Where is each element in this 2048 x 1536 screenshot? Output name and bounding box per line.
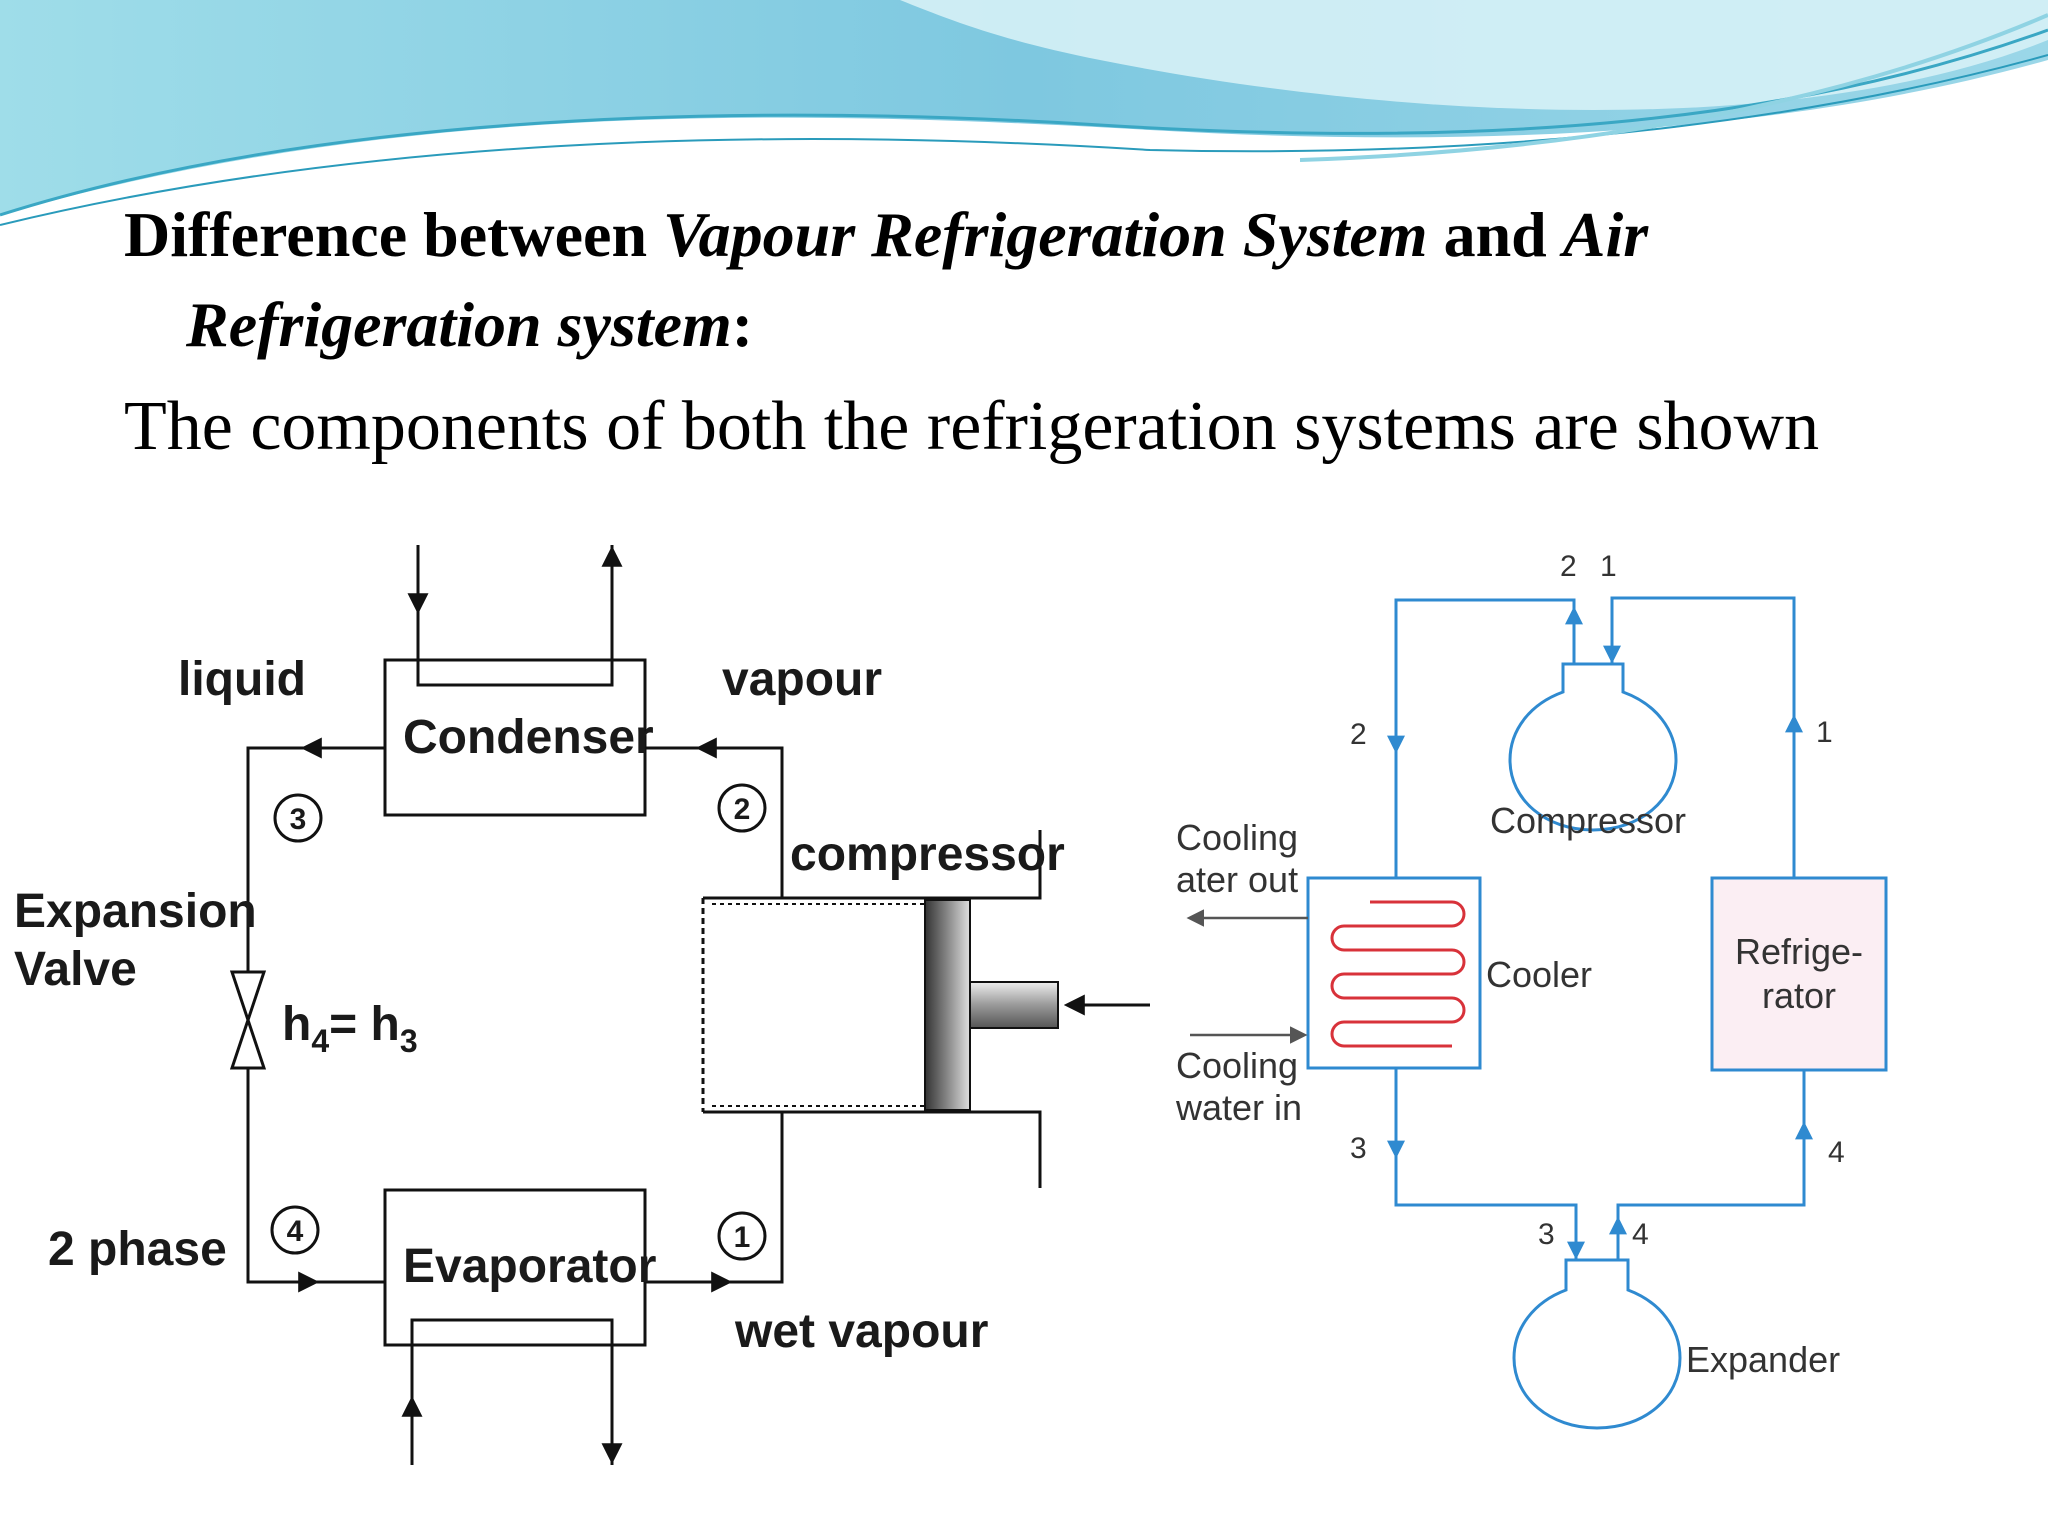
state-4-label: 4	[287, 1215, 304, 1248]
condenser-box	[383, 658, 647, 817]
piston-rod	[969, 981, 1059, 1029]
point-label-top-1: 1	[1600, 550, 1617, 583]
liquid-label: liquid	[178, 653, 306, 706]
expansion-valve-label-line1: Expansion	[14, 885, 257, 938]
evaporator-label: Evaporator	[403, 1240, 656, 1293]
cooling-water-out-label-line1: Cooling	[1176, 817, 1298, 858]
vapour-refrigeration-diagram: 3 2 4 1 Condenser Evaporator compressor …	[14, 545, 1150, 1465]
expansion-valve-label-line2: Valve	[14, 943, 137, 996]
slide-title: Difference between Vapour Refrigeration …	[124, 190, 1964, 370]
compressor-label: compressor	[790, 828, 1065, 881]
compressor-label: Compressor	[1490, 800, 1686, 841]
state-3-marker	[273, 793, 323, 843]
state-1-label: 1	[734, 1221, 751, 1254]
cooling-water-in-label-line2: water in	[1175, 1087, 1302, 1128]
expansion-valve-icon	[229, 970, 267, 1070]
refrigerator-label-line1: Refrige-	[1735, 931, 1863, 972]
point-label-right-1: 1	[1816, 716, 1833, 749]
state-2-label: 2	[734, 793, 751, 826]
cooler-label: Cooler	[1486, 954, 1592, 995]
state-3-label: 3	[290, 803, 307, 836]
expander-shape	[1512, 1258, 1682, 1430]
evaporator-box	[383, 1188, 647, 1347]
cooling-water-in-label-line1: Cooling	[1176, 1045, 1298, 1086]
refrigerator-box	[1710, 876, 1888, 1072]
state-4-marker	[270, 1205, 320, 1255]
enthalpy-label: h4= h3	[282, 998, 418, 1059]
two-phase-label: 2 phase	[48, 1223, 227, 1276]
slide-body-text: The components of both the refrigeration…	[124, 388, 1820, 465]
title-air: Air	[1562, 199, 1649, 270]
cooling-water-out-label-line2: ater out	[1176, 859, 1298, 900]
vapour-label: vapour	[722, 653, 882, 706]
point-label-top-2: 2	[1560, 550, 1577, 583]
point-label-bottom-4: 4	[1632, 1218, 1649, 1251]
piston	[924, 899, 971, 1111]
title-vapour-system: Vapour Refrigeration System	[663, 199, 1428, 270]
title-air-system-rest: Refrigeration system	[186, 289, 732, 360]
expander-label: Expander	[1686, 1339, 1840, 1380]
cooler-coil	[1330, 900, 1466, 1048]
title-and: and	[1427, 199, 1563, 270]
point-label-bottom-3: 3	[1538, 1218, 1555, 1251]
point-label-left-3: 3	[1350, 1132, 1367, 1165]
condenser-label: Condenser	[403, 711, 654, 764]
compressor-shape	[1508, 662, 1678, 832]
point-label-left-2: 2	[1350, 718, 1367, 751]
title-colon: :	[731, 289, 754, 360]
refrigerator-label-line2: rator	[1762, 975, 1836, 1016]
point-label-right-4: 4	[1828, 1136, 1845, 1169]
title-part1: Difference between	[124, 199, 664, 270]
air-refrigeration-diagram: Compressor Cooler Refrige- rator Expande…	[1175, 550, 1888, 1430]
state-2-marker	[717, 783, 767, 833]
wet-vapour-label: wet vapour	[734, 1305, 988, 1358]
state-1-marker	[717, 1211, 767, 1261]
cooler-box	[1306, 876, 1482, 1070]
header-banner	[0, 0, 2048, 226]
